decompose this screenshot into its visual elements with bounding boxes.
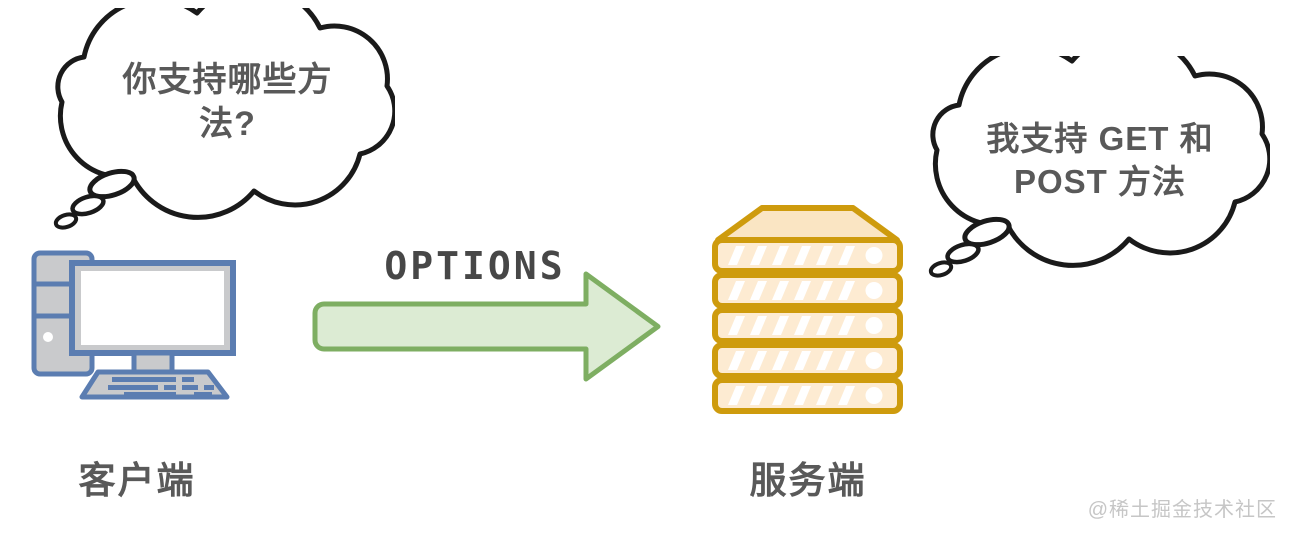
client-thought-text: 你支持哪些方 法? — [95, 58, 360, 146]
server-rack-unit — [715, 275, 900, 306]
tower-power-button — [43, 332, 53, 342]
monitor-screen — [81, 271, 224, 345]
thought-tail-dot-small — [928, 260, 954, 278]
server-thought-line2: POST 方法 — [1013, 162, 1187, 200]
server-rack-unit — [715, 380, 900, 411]
server-thought-line1: 我支持 GET 和 — [986, 120, 1214, 157]
server-rack-unit — [715, 240, 900, 271]
client-thought-line1: 你支持哪些方 — [122, 61, 333, 99]
server-rack-unit — [715, 345, 900, 376]
watermark: @稀土掘金技术社区 — [1087, 499, 1277, 521]
server-rack-icon — [710, 205, 905, 417]
server-rack-unit — [715, 310, 900, 341]
client-label: 客户端 — [78, 460, 196, 501]
server-top-face — [715, 205, 900, 243]
server-thought-bubble — [928, 56, 1270, 278]
options-arrow — [312, 271, 661, 382]
thought-tail-dot-small — [53, 212, 79, 230]
client-thought-bubble — [53, 8, 395, 230]
server-thought-text: 我支持 GET 和 POST 方法 — [955, 118, 1245, 204]
arrow-label: OPTIONS — [384, 244, 566, 288]
thought-tail-dot-large — [962, 216, 1012, 248]
thought-tail-dot-large — [87, 168, 137, 200]
thought-tail-dot-medium — [70, 193, 106, 217]
server-label: 服务端 — [749, 460, 867, 501]
thought-tail-dot-medium — [945, 241, 981, 265]
client-thought-line2: 法? — [199, 105, 256, 144]
desktop-computer-icon — [31, 250, 236, 400]
